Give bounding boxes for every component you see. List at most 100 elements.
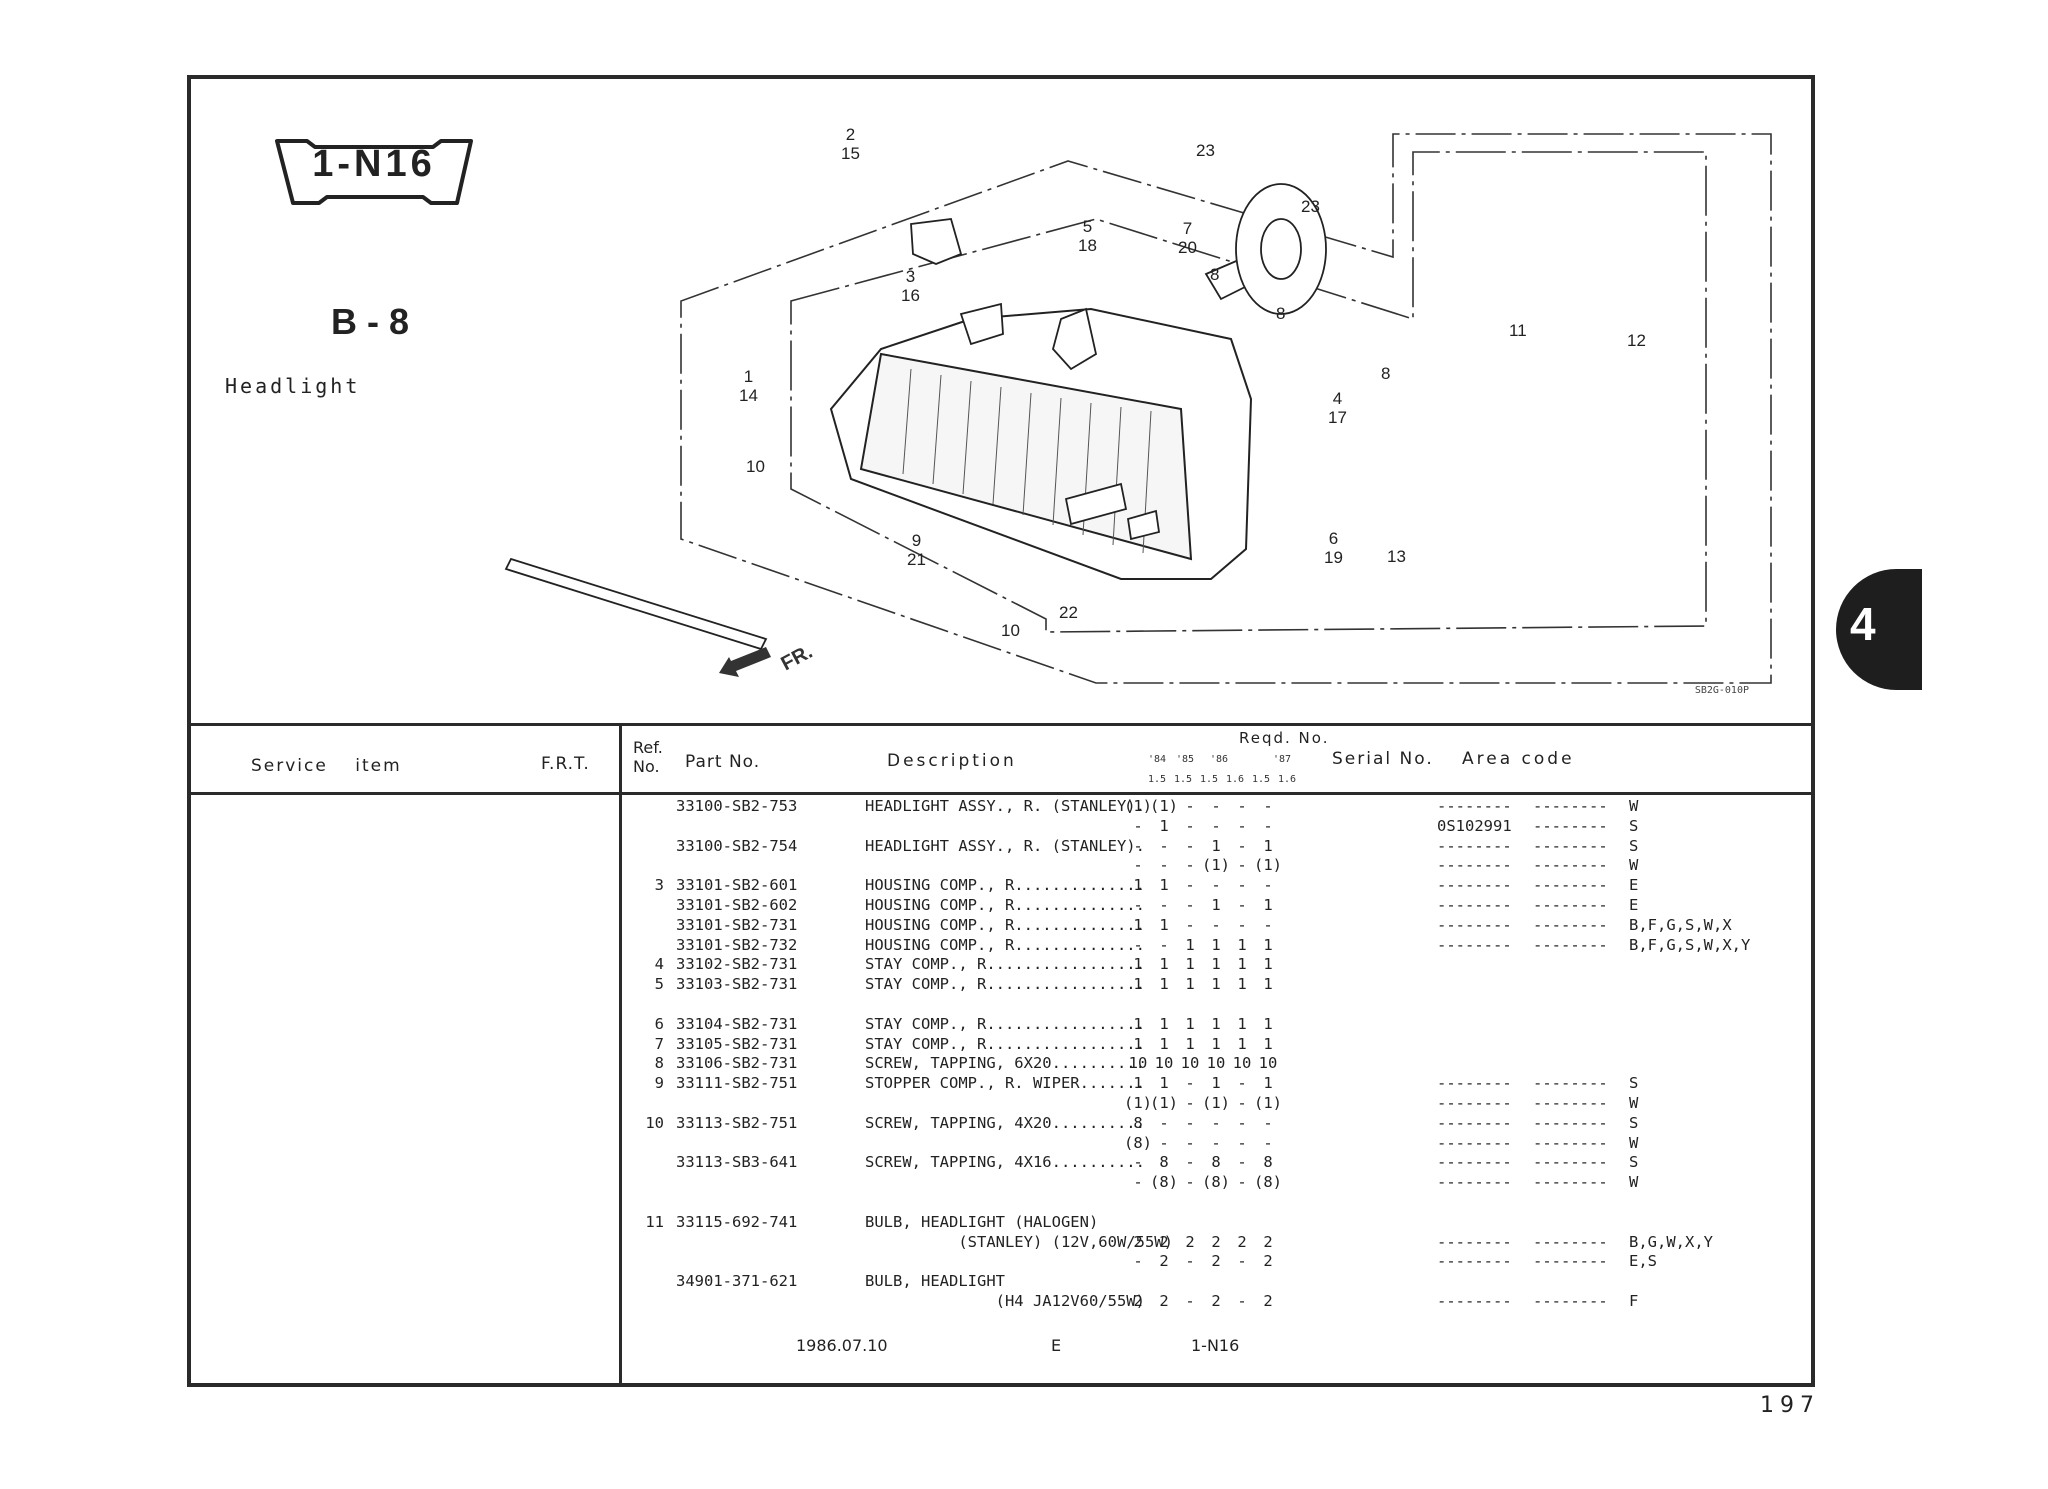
required-quantity: - [1185, 1074, 1195, 1093]
required-quantity: - [1159, 895, 1169, 914]
header-reqd-no: Reqd. No. [1239, 729, 1330, 747]
area-code: S [1629, 1113, 1639, 1132]
stay-7-shape [959, 302, 1004, 346]
serial-from: -------- [1437, 915, 1512, 934]
area-code: E [1629, 895, 1639, 914]
description: HEADLIGHT ASSY., R. (STANLEY). [865, 797, 1145, 815]
required-quantity: - [1263, 816, 1273, 835]
required-quantity: 1 [1185, 1034, 1195, 1053]
column-divider [619, 723, 622, 1387]
footer-edition: E [1051, 1336, 1062, 1355]
serial-from: -------- [1437, 1133, 1512, 1152]
section-tab[interactable]: 4 [1836, 569, 1922, 690]
required-quantity: 2 [1159, 1291, 1169, 1310]
area-code: F [1629, 1291, 1639, 1310]
required-quantity: - [1263, 1113, 1273, 1132]
serial-to: -------- [1533, 915, 1608, 934]
callout-6-19: 6 19 [1324, 529, 1343, 567]
required-quantity: (1) [1124, 1093, 1152, 1112]
badge-outline-icon [275, 139, 473, 205]
required-quantity: 8 [1263, 1153, 1273, 1172]
part-number: 33101-SB2-731 [676, 915, 798, 934]
header-frt: F.R.T. [541, 754, 590, 774]
footer-date: 1986.07.10 [796, 1336, 888, 1355]
engine-6: 1.6 [1278, 774, 1297, 785]
required-quantity: - [1237, 856, 1247, 875]
callout-10b: 10 [1001, 621, 1020, 640]
description: STOPPER COMP., R. WIPER....... [865, 1074, 1145, 1093]
part-number: 34901-371-621 [676, 1272, 798, 1291]
required-quantity: - [1237, 816, 1247, 835]
required-quantity: 1 [1263, 975, 1273, 994]
callout-8c: 8 [1381, 364, 1391, 383]
required-quantity: 1 [1211, 1074, 1221, 1093]
area-code: W [1629, 1133, 1639, 1152]
serial-from: -------- [1437, 1093, 1512, 1112]
required-quantity: 2 [1133, 1232, 1143, 1251]
required-quantity: - [1185, 1153, 1195, 1172]
part-number: 33113-SB3-641 [676, 1153, 798, 1172]
required-quantity: 1 [1185, 955, 1195, 974]
callout-22: 22 [1059, 603, 1078, 622]
required-quantity: - [1159, 856, 1169, 875]
year-87: '87 [1273, 754, 1292, 765]
required-quantity: 1 [1211, 935, 1221, 954]
header-area-code: Area code [1462, 749, 1575, 769]
description: HOUSING COMP., R.............. [865, 935, 1145, 954]
required-quantity: - [1133, 895, 1143, 914]
required-quantity: - [1185, 1173, 1195, 1192]
serial-from: -------- [1437, 836, 1512, 855]
serial-from: -------- [1437, 1252, 1512, 1271]
part-number: 33113-SB2-751 [676, 1113, 798, 1132]
callout-11: 11 [1509, 321, 1527, 340]
stopper-9-shape [504, 557, 768, 651]
description: HOUSING COMP., R.............. [865, 895, 1145, 914]
required-quantity: 8 [1211, 1153, 1221, 1172]
required-quantity: 1 [1263, 895, 1273, 914]
required-quantity: - [1159, 836, 1169, 855]
required-quantity: 1 [1133, 975, 1143, 994]
area-code: W [1629, 856, 1639, 875]
serial-from: -------- [1437, 1291, 1512, 1310]
header-part-no: Part No. [685, 752, 761, 772]
area-code: B,F,G,S,W,X [1629, 915, 1732, 934]
header-service-item: Service item [251, 756, 402, 776]
part-number: 33101-SB2-732 [676, 935, 798, 954]
required-quantity: - [1159, 1133, 1169, 1152]
required-quantity: - [1133, 816, 1143, 835]
serial-from: -------- [1437, 895, 1512, 914]
required-quantity: 2 [1263, 1291, 1273, 1310]
page-frame: 1-N16 B-8 Headlight [187, 75, 1815, 1387]
outer-boundary [680, 133, 1772, 684]
required-quantity: - [1237, 797, 1247, 815]
year-85: '85 [1176, 754, 1195, 765]
area-code: E [1629, 876, 1639, 895]
required-quantity: 1 [1185, 935, 1195, 954]
engine-2: 1.5 [1174, 774, 1193, 785]
required-quantity: 1 [1263, 1034, 1273, 1053]
callout-7-20: 7 20 [1178, 219, 1197, 257]
required-quantity: - [1237, 1153, 1247, 1172]
callout-2-15: 2 15 [841, 125, 860, 163]
required-quantity: 10 [1258, 1054, 1278, 1073]
required-quantity: - [1185, 1133, 1195, 1152]
required-quantity: 1 [1159, 915, 1169, 934]
required-quantity: (1) [1124, 797, 1152, 815]
required-quantity: 1 [1133, 915, 1143, 934]
required-quantity: - [1185, 797, 1195, 815]
header-description: Description [887, 751, 1017, 771]
serial-to: -------- [1533, 836, 1608, 855]
required-quantity: 1 [1237, 955, 1247, 974]
required-quantity: - [1133, 856, 1143, 875]
part-number: 33101-SB2-601 [676, 876, 798, 895]
serial-to: -------- [1533, 1113, 1608, 1132]
description: BULB, HEADLIGHT [865, 1272, 1005, 1291]
required-quantity: 1 [1211, 955, 1221, 974]
required-quantity: 2 [1159, 1232, 1169, 1251]
required-quantity: 2 [1211, 1291, 1221, 1310]
required-quantity: - [1133, 935, 1143, 954]
year-86: '86 [1210, 754, 1229, 765]
ref-number: 4 [654, 955, 664, 974]
page-number: 197 [1760, 1393, 1820, 1418]
required-quantity: - [1133, 1252, 1143, 1271]
